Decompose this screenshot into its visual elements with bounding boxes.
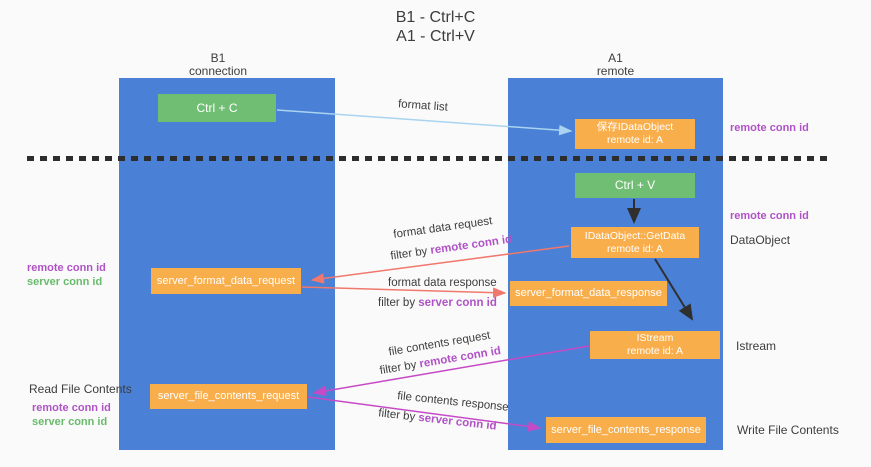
node-idataobject-getdata-line2: remote id: A: [606, 242, 664, 255]
node-istream-line2: remote id: A: [626, 345, 684, 357]
annotation-server-conn-id-mid-left: server conn id: [27, 276, 103, 288]
label-filter-by-text: filter by: [389, 244, 432, 263]
title-line-2: A1 - Ctrl+V: [396, 28, 475, 45]
node-ctrl-v: Ctrl + V: [575, 173, 695, 198]
node-server-format-data-response-label: server_format_data_response: [515, 287, 662, 299]
left-column-name: B1: [210, 51, 226, 65]
label-format-data-response: format data response: [388, 277, 497, 289]
node-server-file-contents-request-label: server_file_contents_request: [157, 390, 300, 402]
left-column-header: B1 connection: [110, 52, 326, 78]
right-column-name: A1: [608, 51, 623, 65]
node-istream-line1: IStream: [636, 332, 674, 344]
title-line-1: B1 - Ctrl+C: [395, 9, 476, 26]
annotation-write-file-contents: Write File Contents: [737, 423, 839, 437]
label-filter-by-text: filter by: [378, 358, 421, 378]
label-server-conn-id-highlight: server conn id: [418, 297, 497, 309]
left-column-role: connection: [188, 64, 248, 78]
diagram-title: B1 - Ctrl+C A1 - Ctrl+V: [0, 8, 871, 46]
node-ctrl-v-label: Ctrl + V: [614, 178, 656, 192]
right-column-header: A1 remote: [508, 52, 723, 78]
label-filter-by-server-conn-id-2: filter by server conn id: [378, 407, 497, 432]
label-remote-conn-id-highlight: remote conn id: [429, 233, 513, 257]
node-server-format-data-request-label: server_format_data_request: [156, 274, 296, 287]
annotation-remote-conn-id-mid-right: remote conn id: [730, 210, 809, 222]
node-istream: IStream remote id: A: [590, 331, 720, 359]
label-filter-by-server-conn-id-1: filter by server conn id: [378, 297, 497, 309]
node-save-idataobject: 保存IDataObject remote id: A: [575, 119, 695, 149]
annotation-istream: Istream: [736, 339, 777, 353]
node-server-file-contents-response-label: server_file_contents_response: [551, 423, 701, 436]
label-server-conn-id-highlight: server conn id: [417, 411, 498, 433]
node-ctrl-c: Ctrl + C: [158, 94, 276, 122]
right-column-role: remote: [596, 64, 635, 78]
annotation-remote-conn-id-mid-left: remote conn id: [27, 262, 106, 274]
label-format-data-request: format data request: [392, 215, 494, 241]
node-idataobject-getdata: IDataObject::GetData remote id: A: [571, 227, 699, 258]
node-server-format-data-response: server_format_data_response: [510, 281, 667, 306]
annotation-remote-conn-id-bottom-left: remote conn id: [32, 402, 111, 414]
label-filter-by-text: filter by: [377, 407, 420, 424]
node-server-format-data-request: server_format_data_request: [151, 268, 301, 294]
node-save-idataobject-line1: 保存IDataObject: [596, 121, 674, 133]
phase-separator-dashed-line: [27, 156, 830, 161]
annotation-read-file-contents: Read File Contents: [29, 382, 132, 396]
label-filter-by-text: filter by: [378, 297, 419, 309]
node-save-idataobject-line2: remote id: A: [606, 134, 664, 146]
node-ctrl-c-label: Ctrl + C: [196, 100, 238, 115]
node-server-file-contents-response: server_file_contents_response: [546, 417, 706, 443]
node-server-file-contents-request: server_file_contents_request: [150, 384, 307, 409]
annotation-remote-conn-id-top-right: remote conn id: [730, 122, 809, 134]
annotation-server-conn-id-bottom-left: server conn id: [32, 416, 108, 428]
label-format-list: format list: [397, 98, 449, 114]
node-idataobject-getdata-line1: IDataObject::GetData: [584, 229, 686, 242]
annotation-dataobject: DataObject: [730, 233, 791, 247]
